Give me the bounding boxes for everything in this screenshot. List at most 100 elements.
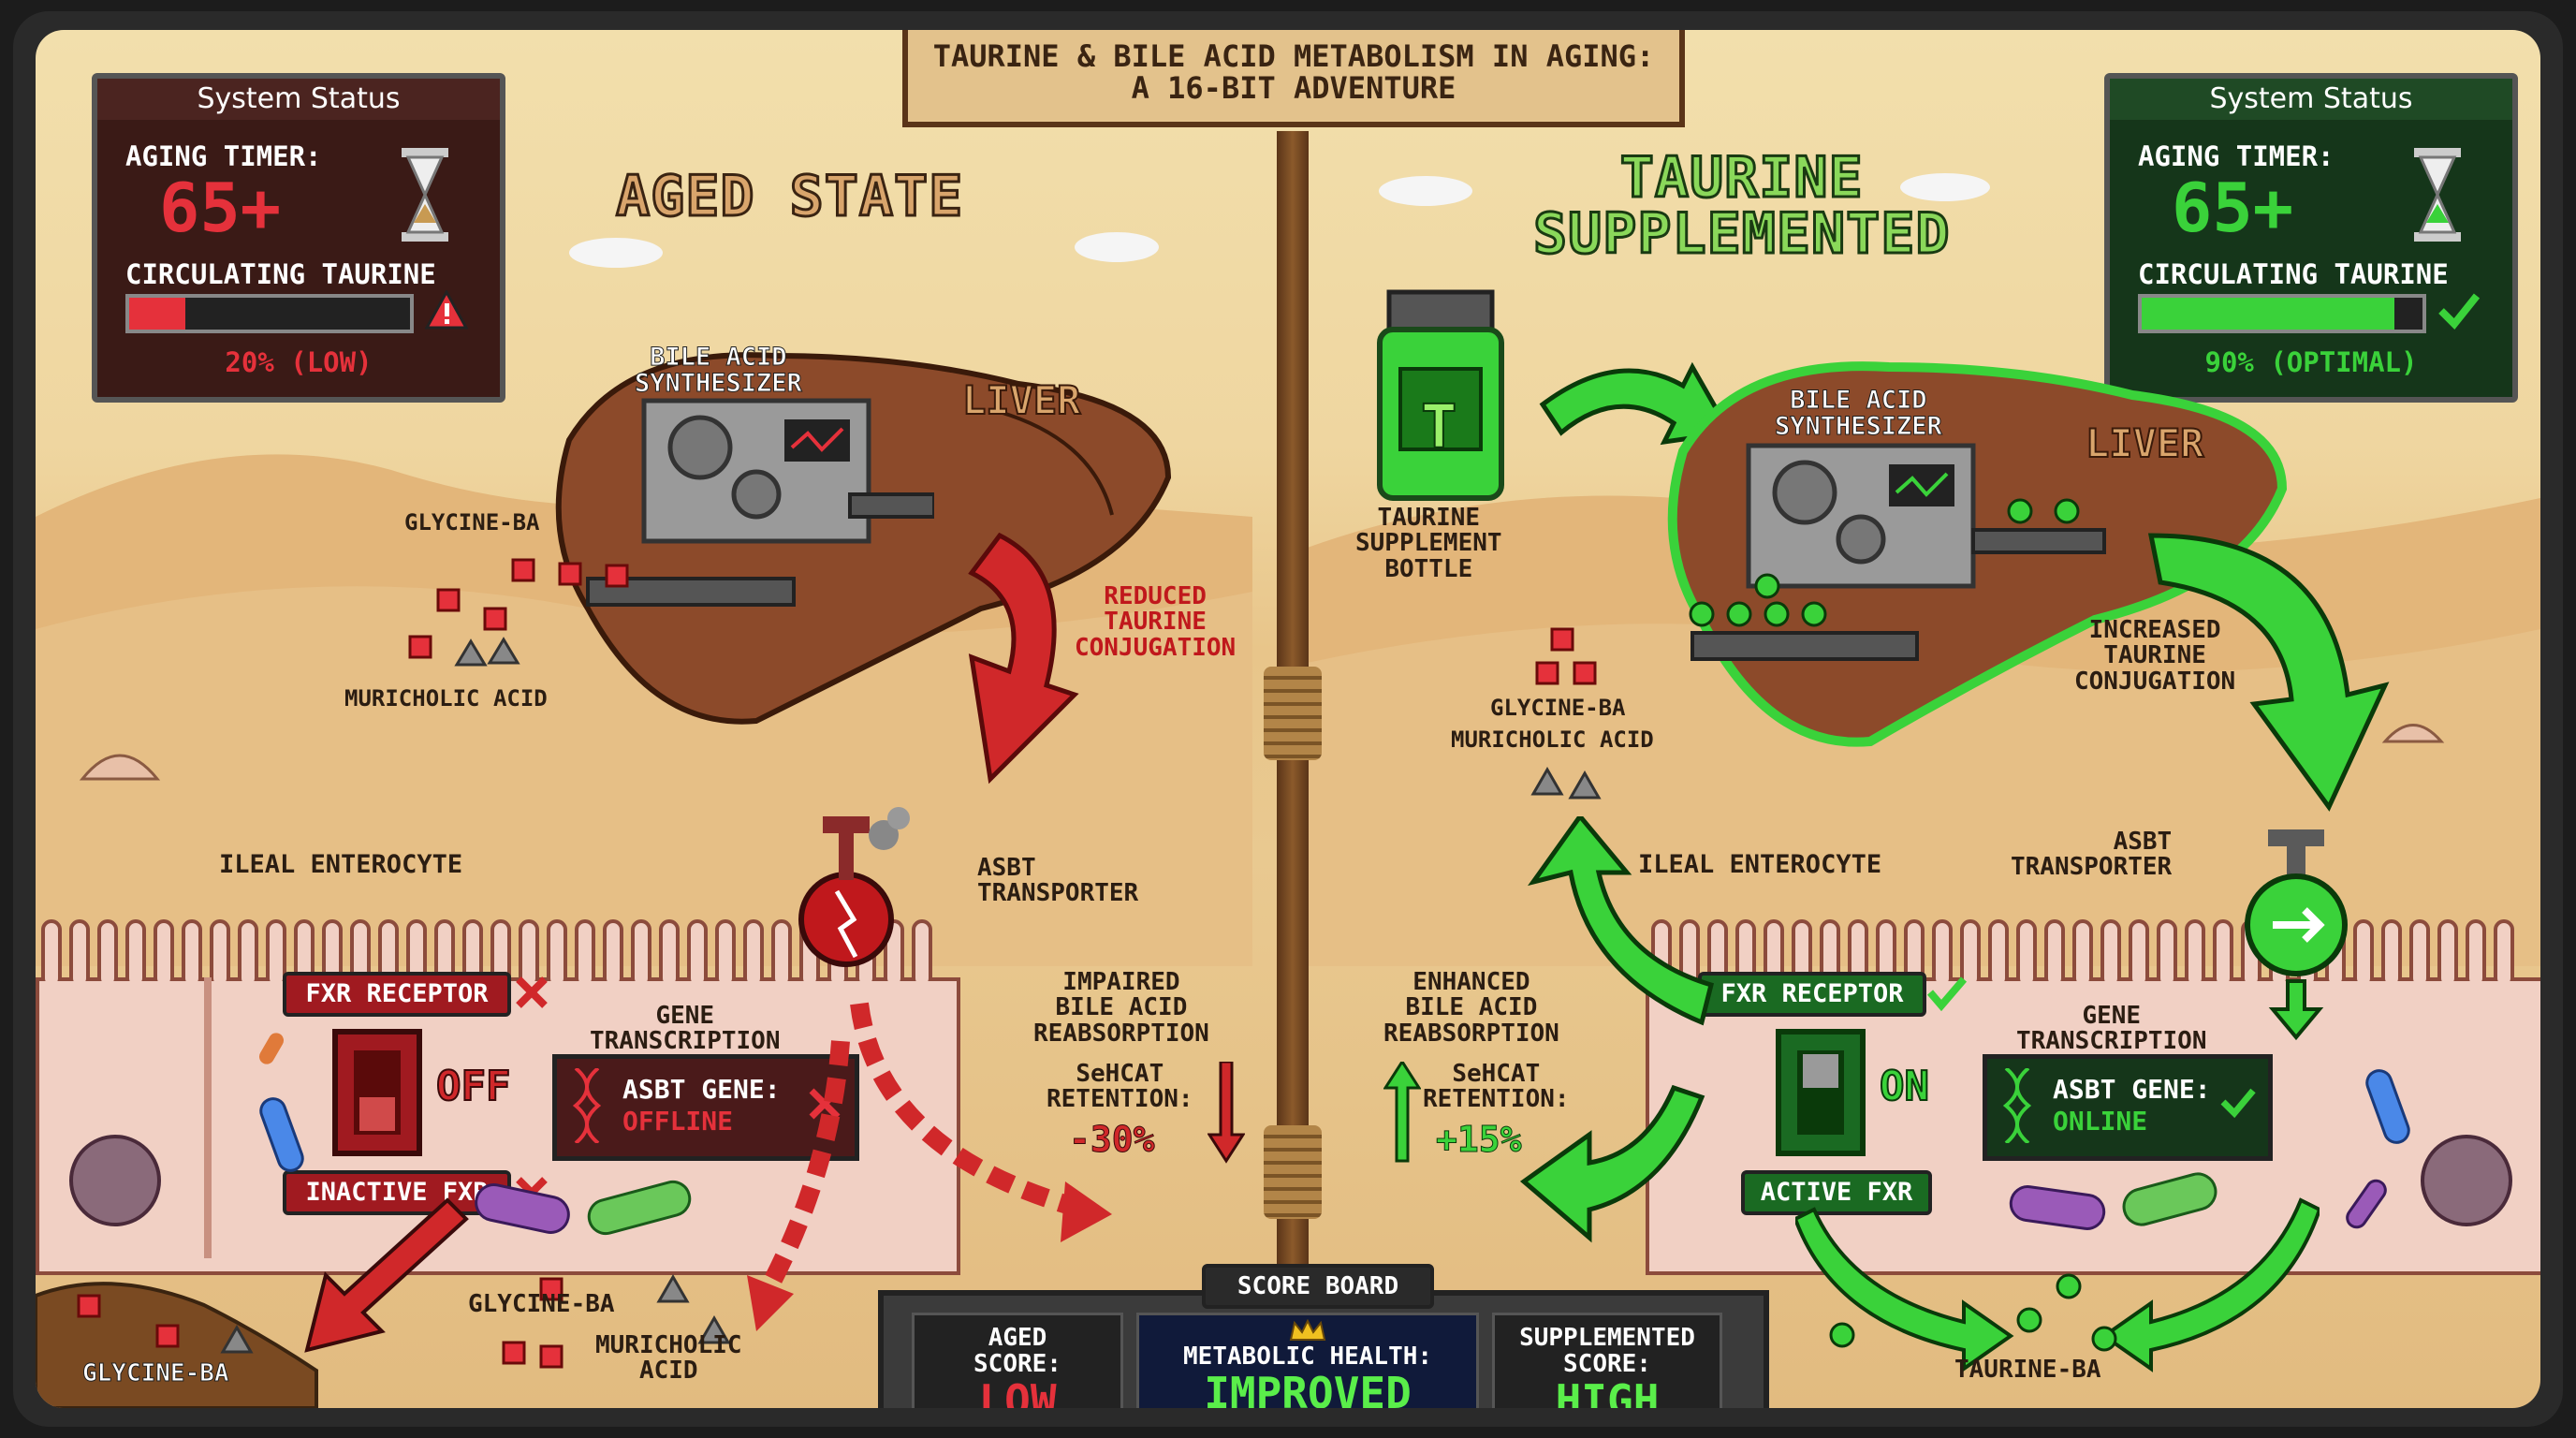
taurine-bar	[2138, 294, 2426, 333]
arrow-red-down-left	[304, 1197, 469, 1353]
switch-state-right: ON	[1879, 1063, 1930, 1110]
seashell-icon	[79, 724, 2445, 781]
asbt-transporter-broken	[798, 807, 910, 967]
rope-knot	[1264, 1125, 1322, 1219]
gear-icon	[731, 469, 782, 520]
check-icon	[1926, 976, 1968, 1011]
muricholic-label-right: MURICHOLIC ACID	[1451, 726, 1654, 753]
status-header: System Status	[97, 79, 500, 120]
asbt-gene-label-right: ASBT GENE:	[2053, 1074, 2211, 1105]
synth-label-right: BILE ACID SYNTHESIZER	[1775, 386, 1943, 442]
sehcat-label-left: SeHCAT RETENTION:	[1046, 1060, 1193, 1114]
gear-icon	[1772, 460, 1837, 525]
system-status-panel-left: System Status AGING TIMER: 65+ CIRCULATI…	[92, 73, 505, 403]
aged-score-value: LOW	[978, 1375, 1057, 1408]
hourglass-icon	[402, 148, 448, 242]
arrow-up-green	[1383, 1062, 1421, 1163]
muricholic-label-left: MURICHOLIC ACID	[344, 685, 548, 712]
taurine-supplemented-heading: TAURINE SUPPLEMENTED	[1531, 145, 1951, 267]
aged-state-heading: AGED STATE	[614, 164, 964, 229]
arrow-green-curve	[1539, 361, 1734, 446]
impaired-reabsorption-label: IMPAIRED BILE ACID REABSORPTION	[1033, 968, 1209, 1048]
title-sign: TAURINE & BILE ACID METABOLISM IN AGING:…	[902, 30, 1685, 127]
status-header: System Status	[2110, 79, 2512, 120]
taurine-ba-particles	[1829, 1273, 2117, 1352]
glycine-ba-label-bottom-left: GLYCINE-BA	[82, 1359, 230, 1387]
crt-frame: TAURINE & BILE ACID METABOLISM IN AGING:…	[13, 11, 2563, 1427]
check-icon	[2220, 1088, 2256, 1119]
fxr-switch-off	[332, 1029, 422, 1156]
system-status-panel-right: System Status AGING TIMER: 65+ CIRCULATI…	[2104, 73, 2518, 403]
supplemented-score-value: HIGH	[1555, 1375, 1660, 1408]
metabolic-health-panel: METABOLIC HEALTH: IMPROVED	[1136, 1313, 1479, 1408]
aging-timer-value: 65+	[159, 169, 282, 247]
asbt-transporter-active	[2245, 829, 2348, 1041]
aging-timer-label: AGING TIMER:	[125, 140, 322, 172]
reduced-conjugation-label: REDUCED TAURINE CONJUGATION	[1075, 582, 1237, 662]
gene-transcription-label-right: GENE TRANSCRIPTION	[2016, 1002, 2207, 1056]
cloud-icon	[569, 173, 1990, 268]
arrow-green-recycle	[1519, 816, 1715, 1243]
enhanced-reabsorption-label: ENHANCED BILE ACID REABSORPTION	[1383, 968, 1559, 1048]
synth-label-left: BILE ACID SYNTHESIZER	[635, 343, 803, 399]
excreted-bile-pile	[36, 1273, 731, 1408]
supplemented-score-caption: SUPPLEMENTED SCORE:	[1519, 1324, 1695, 1378]
taurine-bottle	[1377, 289, 1504, 501]
check-icon	[2438, 293, 2481, 330]
dna-icon	[572, 1068, 602, 1143]
glycine-ba-label-right: GLYCINE-BA	[1490, 695, 1626, 721]
taurine-value: 20% (LOW)	[225, 346, 373, 378]
inactive-fxr-pill: INACTIVE FXR	[283, 1170, 511, 1215]
gear-icon	[1836, 514, 1886, 565]
sehcat-value-right: +15%	[1436, 1119, 1523, 1160]
liver-label-right: LIVER	[2085, 420, 2204, 466]
fxr-receptor-pill-right: FXR RECEPTOR	[1698, 972, 1926, 1017]
warning-icon	[425, 290, 468, 330]
muricholic-acid-label-bottom: MURICHOLIC ACID	[595, 1331, 742, 1386]
asbt-gene-label-left: ASBT GENE:	[622, 1074, 781, 1105]
nucleus	[69, 1135, 161, 1226]
hourglass-icon	[2414, 148, 2461, 242]
aged-score-caption: AGED SCORE:	[973, 1324, 1061, 1378]
glycine-ba-particles-left	[408, 558, 629, 667]
sehcat-value-left: -30%	[1069, 1119, 1156, 1160]
taurine-value: 90% (OPTIMAL)	[2204, 346, 2418, 378]
rope-knot	[1264, 667, 1322, 760]
arrow-down-red	[1208, 1062, 1245, 1164]
asbt-gene-state-left: OFFLINE	[622, 1106, 734, 1137]
bottle-letter: T	[1420, 393, 1458, 462]
increased-conjugation-label: INCREASED TAURINE CONJUGATION	[2074, 616, 2236, 696]
bile-acid-synthesizer-left	[586, 398, 934, 607]
asbt-transporter-label-right: ASBT TRANSPORTER	[2011, 828, 2173, 882]
circulating-taurine-label: CIRCULATING TAURINE	[2138, 258, 2449, 290]
dashed-arrows-red	[747, 1002, 1112, 1331]
scoreboard-title: SCORE BOARD	[1202, 1264, 1434, 1309]
asbt-gene-box-left: ASBT GENE: OFFLINE	[552, 1054, 859, 1161]
fxr-receptor-pill-left: FXR RECEPTOR	[283, 972, 511, 1017]
x-icon	[516, 976, 548, 1008]
scene: TAURINE & BILE ACID METABOLISM IN AGING:…	[36, 30, 2540, 1408]
taurine-ba-label: TAURINE-BA	[1954, 1356, 2101, 1384]
glycine-ba-label-left: GLYCINE-BA	[404, 509, 540, 536]
gut-bacteria-right	[2009, 1069, 2410, 1230]
asbt-gene-state-right: ONLINE	[2053, 1106, 2148, 1137]
arrows-green-to-taurine-ba	[1795, 1197, 2320, 1372]
bile-acid-synthesizer-right	[1689, 443, 2106, 661]
scoreboard: SCORE BOARD AGED SCORE: LOW METABOLIC HE…	[878, 1264, 1769, 1408]
active-fxr-pill: ACTIVE FXR	[1741, 1170, 1932, 1215]
metabolic-health-value: IMPROVED	[1204, 1368, 1412, 1408]
gear-icon	[667, 415, 733, 480]
aging-timer-value: 65+	[2172, 169, 2294, 247]
taurine-bar	[125, 294, 414, 333]
arrow-green-down	[2147, 533, 2390, 812]
cell-divider	[204, 977, 212, 1258]
crown-icon	[1289, 1319, 1326, 1341]
metabolic-health-caption: METABOLIC HEALTH:	[1182, 1343, 1433, 1371]
title-line1: TAURINE & BILE ACID METABOLISM IN AGING:	[932, 38, 1655, 74]
glycine-ba-label-bottom: GLYCINE-BA	[468, 1290, 615, 1318]
gut-bacteria-left	[259, 1033, 692, 1236]
liver-label-left: LIVER	[961, 377, 1081, 423]
ileal-enterocyte-label-right: ILEAL ENTEROCYTE	[1638, 850, 1882, 879]
gene-transcription-label-left: GENE TRANSCRIPTION	[590, 1002, 781, 1056]
switch-state-left: OFF	[435, 1063, 511, 1110]
